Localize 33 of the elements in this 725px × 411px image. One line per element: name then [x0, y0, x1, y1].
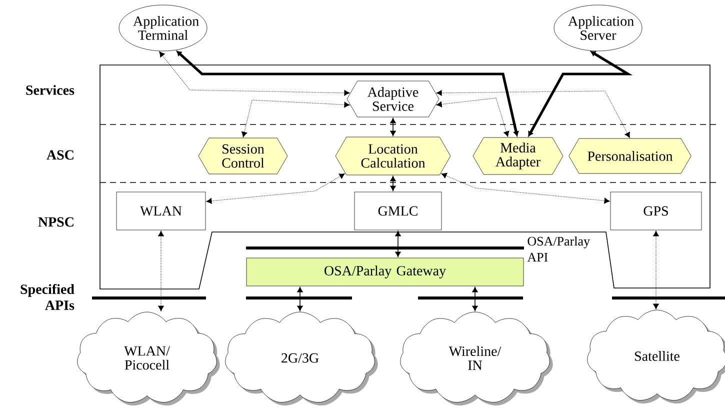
component-hexagon: Location Calculation [335, 136, 451, 176]
arrow [395, 230, 401, 257]
arrow [159, 51, 350, 96]
arrow [297, 286, 303, 312]
api-label: OSA/Parlay API [527, 236, 590, 262]
arrow [653, 230, 659, 310]
network-component-box: GPS [610, 192, 702, 230]
layer-label: Services [26, 85, 74, 95]
arrow [441, 172, 610, 204]
component-hexagon: Adaptive Service [346, 80, 440, 118]
arrow [158, 230, 164, 312]
arrow [176, 50, 519, 136]
arrow [390, 176, 396, 192]
component-hexagon: Media Adapter [472, 137, 564, 175]
arrow [206, 174, 345, 204]
network-cloud: Satellite [587, 310, 725, 404]
layer-label: Specified APIs [20, 284, 74, 310]
layer-label: ASC [46, 150, 74, 160]
component-hexagon: Personalisation [568, 138, 692, 174]
network-component-box: WLAN [116, 192, 206, 230]
component-hexagon: Session Control [198, 138, 288, 174]
network-cloud: WLAN/ Picocell [77, 312, 220, 406]
network-cloud: 2G/3G [225, 312, 378, 406]
network-cloud: Wireline/ IN [400, 312, 553, 406]
arrow [436, 98, 510, 137]
arrow [242, 100, 350, 138]
arrow [390, 118, 396, 136]
arrow [528, 51, 633, 136]
network-component-box: GMLC [354, 192, 442, 230]
arrow [472, 286, 478, 312]
layer-label: NPSC [38, 217, 74, 227]
arrow [436, 90, 630, 138]
gateway-box: OSA/Parlay Gateway [246, 258, 524, 286]
